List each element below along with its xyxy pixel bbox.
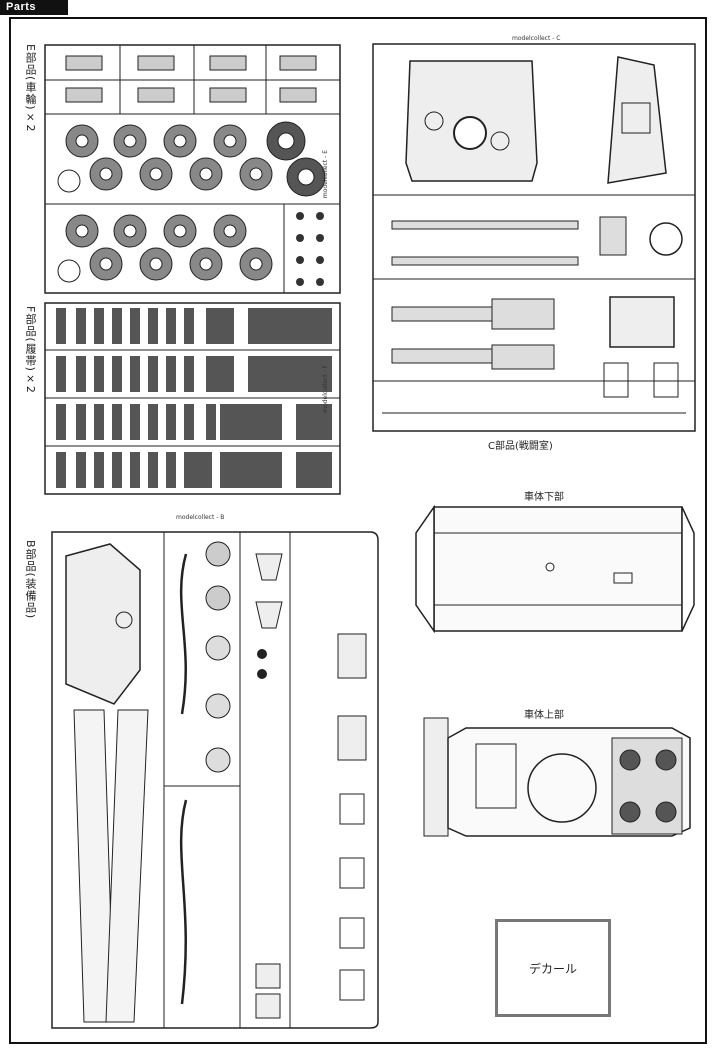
sprue-f-tag: modelcollect - F [322,365,329,413]
upper-hull-label: 車体上部 [524,710,564,721]
sprue-c-drawing [372,43,696,432]
upper-hull-drawing [423,717,691,837]
sprue-c-tag: modelcollect - C [512,35,561,42]
sprue-f-drawing [44,302,341,495]
lower-hull-label: 車体下部 [524,492,564,503]
sprue-b-label: B部品(装備品) [24,540,37,620]
parts-header: Parts [0,0,68,15]
sprue-e-tag: modelcollect - E [322,150,329,199]
decal-sheet: デカール [495,919,611,1017]
sprue-e-label: E部品(車輪)×2 [24,44,37,133]
sprue-e-drawing [44,44,341,294]
sprue-b-drawing [51,531,379,1029]
sprue-b-tag: modelcollect - B [176,514,225,521]
lower-hull-drawing [415,504,695,634]
decal-label: デカール [528,961,577,976]
parts-frame [9,17,707,1044]
sprue-c-label: C部品(戦闘室) [488,441,553,452]
sprue-f-label: F部品(履帯)×2 [24,306,37,394]
